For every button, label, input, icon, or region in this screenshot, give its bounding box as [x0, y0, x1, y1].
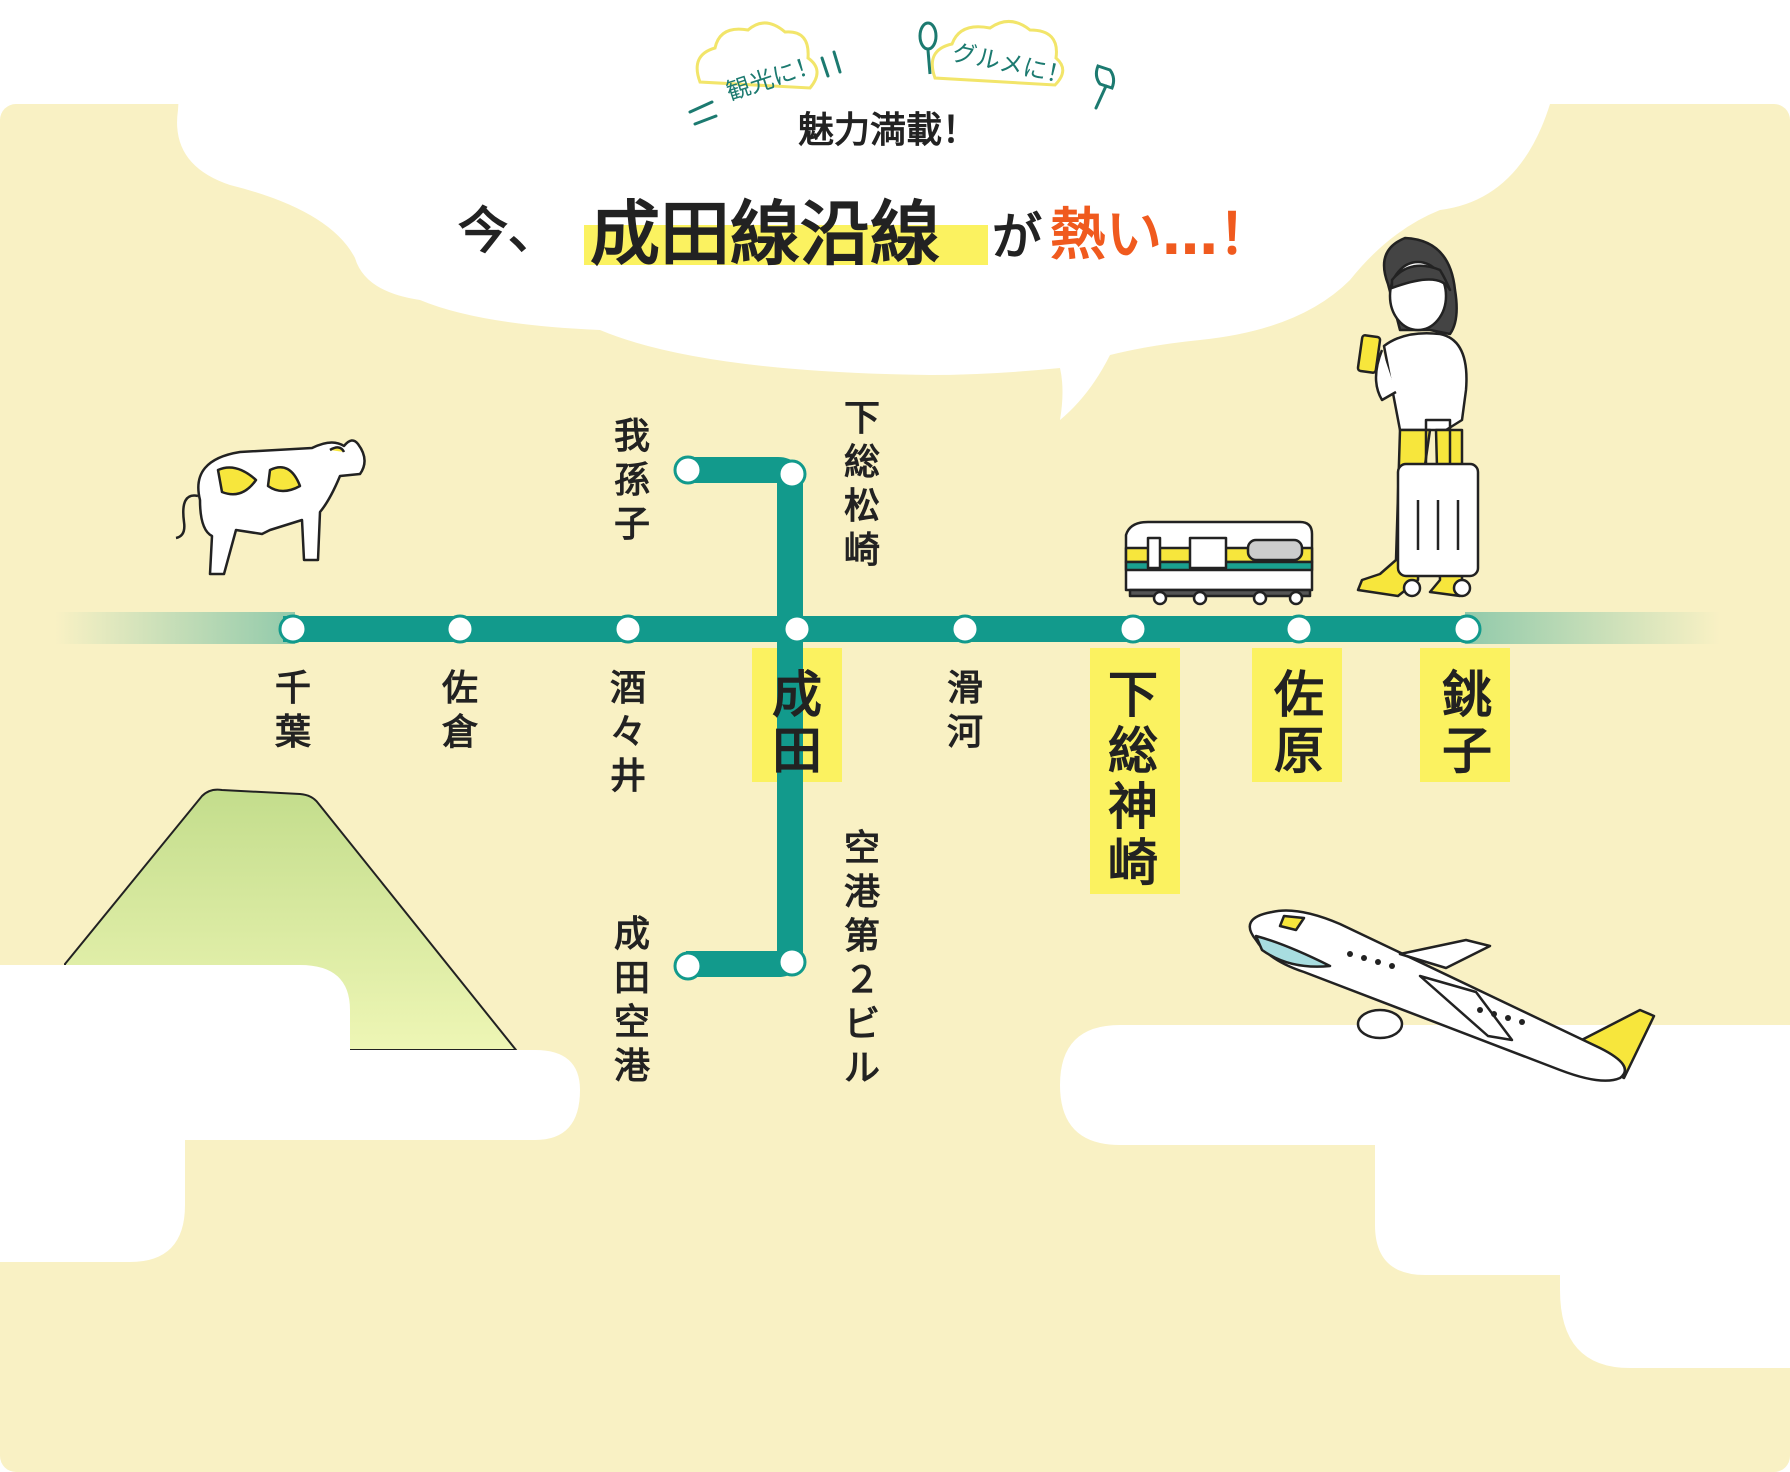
station-dot-narita-airport [673, 951, 703, 981]
station-dot-namegawa [950, 614, 980, 644]
cloud-icon [930, 20, 1065, 87]
station-label-1: 佐倉 [441, 668, 478, 753]
cloud-icon [1060, 1025, 1790, 1368]
sparkle-lines [688, 50, 842, 126]
station-label-abiko: 我孫子 [614, 416, 650, 545]
title-highlight-marker [584, 225, 988, 265]
station-label-7: 銚子 [1442, 666, 1492, 780]
station-highlight-shimosakozaki [1090, 648, 1180, 894]
station-highlight-sawara [1252, 648, 1342, 782]
station-label-2: 酒々井 [610, 668, 646, 797]
speech-bubble [160, 0, 1790, 420]
station-label-6: 佐原 [1273, 666, 1324, 780]
station-dot-shisui [613, 614, 643, 644]
station-label-4: 滑河 [947, 668, 983, 753]
cloud-icon [0, 965, 580, 1262]
station-dot-shimofusamatsuzaki [777, 459, 807, 489]
cow-icon [175, 439, 366, 576]
header-title-accent: 熱い…！ [1050, 203, 1274, 268]
header-title-prefix: 今、 [458, 202, 558, 260]
header-title-particle: が [992, 208, 1042, 266]
station-label-0: 千葉 [274, 668, 312, 753]
header-subtitle: 魅力満載！ [798, 110, 978, 151]
airplane-icon [1248, 909, 1656, 1082]
fork-icon [1094, 64, 1116, 110]
station-dot-shimosakozaki [1118, 614, 1148, 644]
station-dot-narita [782, 614, 812, 644]
station-highlight-choshi [1420, 648, 1510, 782]
station-dot-abiko [673, 455, 703, 485]
station-labels: 千葉 佐倉 酒々井 成田 滑河 下総神崎 佐原 銚子 [274, 666, 1492, 892]
spoon-icon [918, 21, 938, 75]
traveler-icon [1356, 236, 1480, 598]
station-dot-choshi [1452, 614, 1482, 644]
train-icon [1124, 520, 1314, 606]
station-label-5: 下総神崎 [1108, 666, 1158, 892]
station-dot-sakura [445, 614, 475, 644]
station-dot-chiba [278, 614, 308, 644]
station-dots [278, 455, 1482, 981]
cloud-icon [695, 21, 819, 90]
station-dot-sawara [1284, 614, 1314, 644]
station-label-3: 成田 [772, 666, 822, 780]
station-label-narita-airport: 成田空港 [614, 914, 651, 1087]
station-dot-airport-t2 [777, 947, 807, 977]
station-label-shimofusamatsuzaki: 下総松崎 [844, 398, 880, 571]
station-label-airport-t2: 空港第２ビル [844, 828, 881, 1089]
header-title-highlight: 成田線沿線 [590, 193, 940, 275]
